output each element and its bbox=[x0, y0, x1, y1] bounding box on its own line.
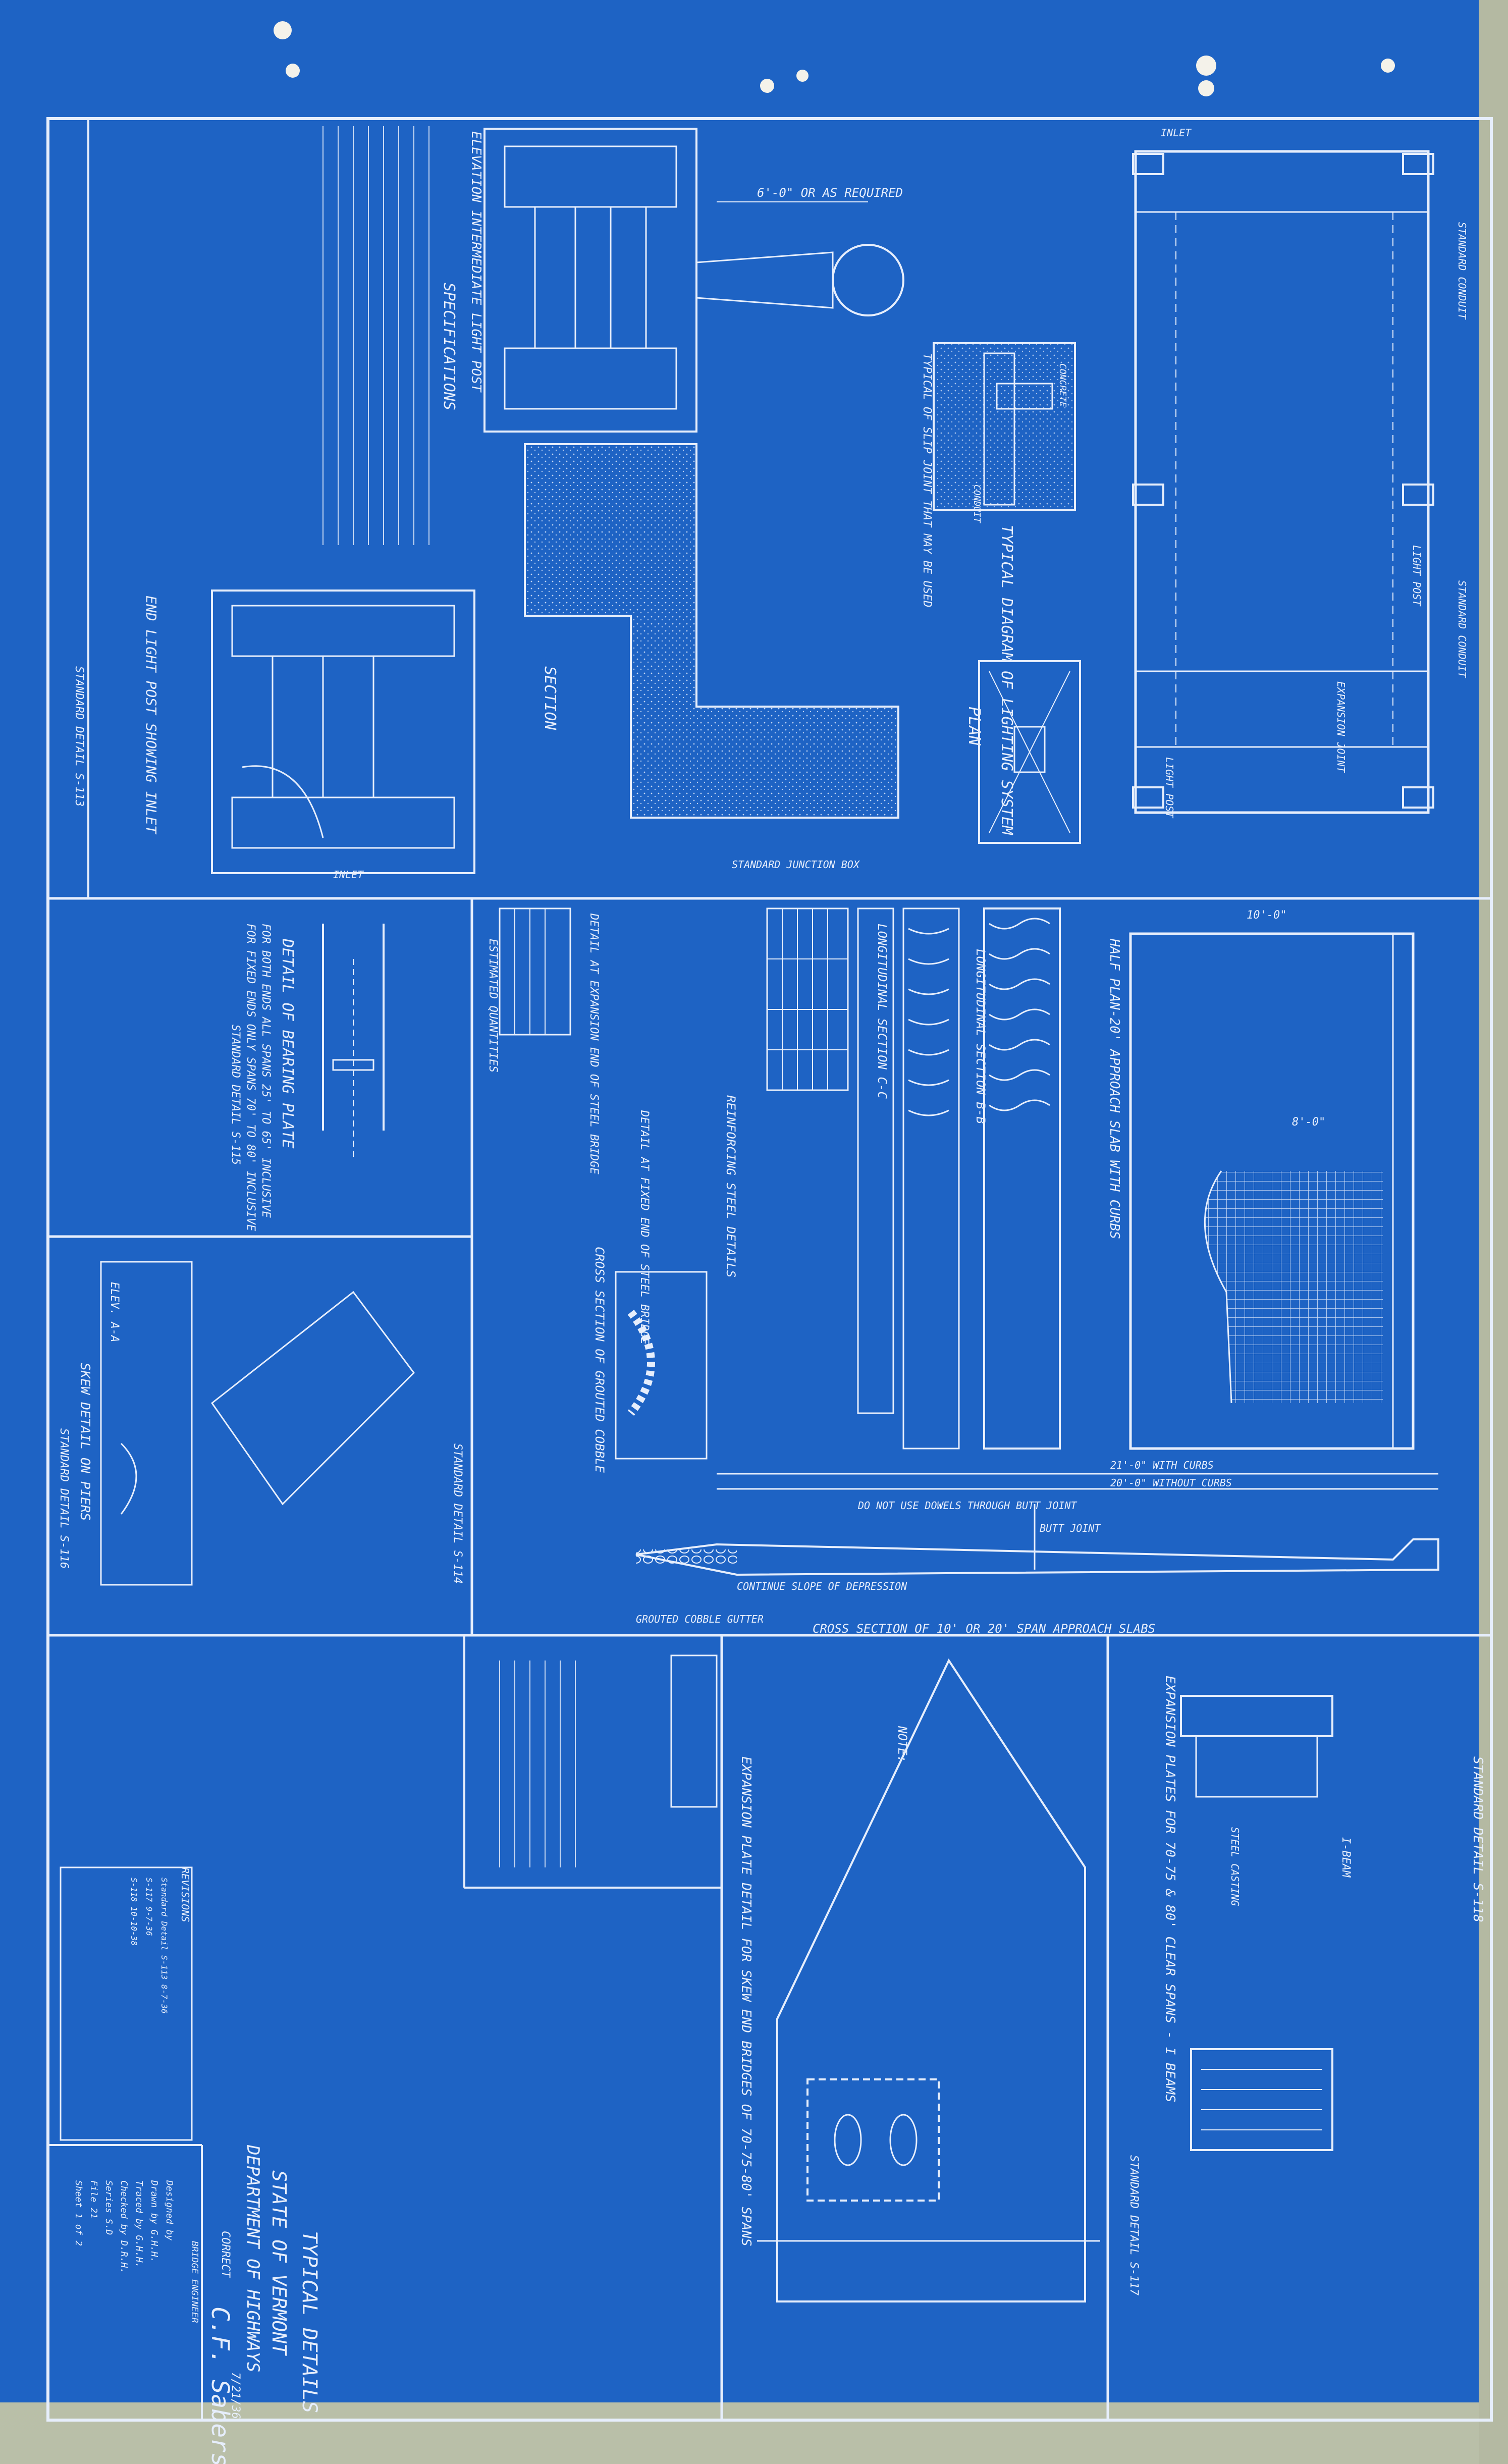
signature: C.F. Sabers bbox=[206, 2307, 234, 2464]
approach-slab-cross-section: 21'-0" WITH CURBS 20'-0" WITHOUT CURBS D… bbox=[635, 1459, 1439, 1636]
title-block: TYPICAL DETAILS STATE OF VERMONT DEPARTM… bbox=[48, 1866, 321, 2464]
svg-text:Series S.D: Series S.D bbox=[103, 2180, 114, 2235]
svg-text:DETAIL AT EXPANSION END OF STE: DETAIL AT EXPANSION END OF STEEL BRIDGE bbox=[587, 913, 600, 1174]
svg-text:FOR FIXED ENDS ONLY SPANS 70': FOR FIXED ENDS ONLY SPANS 70' TO 80' INC… bbox=[244, 924, 257, 1231]
svg-text:Sheet 1 of 2: Sheet 1 of 2 bbox=[73, 2180, 84, 2246]
light-post-elevation: 6'-0" OR AS REQUIRED ELEVATION INTERMEDI… bbox=[468, 128, 904, 433]
svg-text:10'-0": 10'-0" bbox=[1247, 909, 1286, 922]
lighting-system-diagram: TYPICAL DIAGRAM OF LIGHTING SYSTEM STAND… bbox=[998, 127, 1468, 835]
svg-text:6'-0" OR AS REQUIRED: 6'-0" OR AS REQUIRED bbox=[757, 186, 903, 200]
section-detail: SECTION STANDARD JUNCTION BOX bbox=[524, 443, 899, 871]
svg-text:TYPICAL OF SLIP JOINT THAT MAY: TYPICAL OF SLIP JOINT THAT MAY BE USED bbox=[921, 353, 933, 607]
svg-text:7/21/36: 7/21/36 bbox=[229, 2372, 242, 2419]
title-typical-details: TYPICAL DETAILS bbox=[298, 2231, 321, 2413]
svg-text:REVISIONS: REVISIONS bbox=[179, 1867, 191, 1922]
svg-text:REINFORCING STEEL DETAILS: REINFORCING STEEL DETAILS bbox=[724, 1095, 738, 1277]
svg-text:STANDARD DETAIL S-118: STANDARD DETAIL S-118 bbox=[1470, 1756, 1485, 1922]
svg-text:ELEVATION INTERMEDIATE LIGHT P: ELEVATION INTERMEDIATE LIGHT POST bbox=[468, 131, 483, 393]
svg-text:Traced by G.H.H.: Traced by G.H.H. bbox=[134, 2180, 144, 2268]
svg-text:LIGHT POST: LIGHT POST bbox=[1411, 545, 1423, 607]
svg-text:DETAIL OF BEARING PLATE: DETAIL OF BEARING PLATE bbox=[279, 938, 296, 1148]
svg-text:CROSS SECTION OF GROUTED COBBL: CROSS SECTION OF GROUTED COBBLE bbox=[593, 1247, 607, 1473]
svg-text:PLAN: PLAN bbox=[965, 707, 984, 746]
svg-text:BRIDGE ENGINEER: BRIDGE ENGINEER bbox=[189, 2241, 200, 2323]
svg-text:Checked by D.R.H.: Checked by D.R.H. bbox=[119, 2180, 129, 2273]
svg-text:LONGITUDINAL SECTION B-B: LONGITUDINAL SECTION B-B bbox=[974, 949, 988, 1124]
svg-text:END LIGHT POST SHOWING INLET: END LIGHT POST SHOWING INLET bbox=[143, 596, 159, 835]
svg-text:DETAIL AT FIXED END OF STEEL B: DETAIL AT FIXED END OF STEEL BRIDGE bbox=[638, 1110, 651, 1345]
svg-text:LIGHT POST: LIGHT POST bbox=[1163, 757, 1175, 819]
svg-text:FOR BOTH ENDS ALL SPANS 25' TO: FOR BOTH ENDS ALL SPANS 25' TO 65' INCLU… bbox=[259, 924, 272, 1218]
quantities-table: ESTIMATED QUANTITIES DETAIL AT EXPANSION… bbox=[487, 907, 849, 1345]
svg-text:STANDARD DETAIL S-116: STANDARD DETAIL S-116 bbox=[58, 1428, 70, 1569]
end-light-post: END LIGHT POST SHOWING INLET STANDARD DE… bbox=[73, 590, 475, 881]
svg-text:HALF PLAN-20' APPROACH SLAB WI: HALF PLAN-20' APPROACH SLAB WITH CURBS bbox=[1107, 938, 1122, 1239]
svg-text:GROUTED COBBLE GUTTER: GROUTED COBBLE GUTTER bbox=[636, 1613, 764, 1625]
svg-text:File 21: File 21 bbox=[88, 2180, 99, 2219]
expansion-plates: STANDARD DETAIL S-118 EXPANSION PLATES F… bbox=[1127, 1676, 1485, 2296]
svg-text:CORRECT: CORRECT bbox=[219, 2231, 232, 2278]
grouted-cobble-section: CROSS SECTION OF GROUTED COBBLE bbox=[593, 1247, 708, 1473]
label-lighting-system: TYPICAL DIAGRAM OF LIGHTING SYSTEM bbox=[998, 525, 1015, 835]
svg-text:STANDARD DETAIL S-113: STANDARD DETAIL S-113 bbox=[73, 666, 85, 807]
svg-text:Drawn by G.H.H.: Drawn by G.H.H. bbox=[149, 2180, 159, 2263]
svg-text:LONGITUDINAL SECTION C-C: LONGITUDINAL SECTION C-C bbox=[875, 924, 889, 1099]
skew-detail-piers: SKEW DETAIL ON PIERS STANDARD DETAIL S-1… bbox=[58, 1261, 464, 1586]
svg-text:NOTE:: NOTE: bbox=[895, 1726, 909, 1762]
svg-text:STANDARD DETAIL S-114: STANDARD DETAIL S-114 bbox=[451, 1443, 464, 1584]
svg-text:EXPANSION PLATES FOR 70-75 & 8: EXPANSION PLATES FOR 70-75 & 80' CLEAR S… bbox=[1162, 1676, 1177, 2102]
svg-text:STANDARD DETAIL S-117: STANDARD DETAIL S-117 bbox=[1127, 2155, 1140, 2296]
svg-text:Standard Detail S-113 8-7-36: Standard Detail S-113 8-7-36 bbox=[159, 1878, 169, 2014]
svg-text:21'-0" WITH CURBS: 21'-0" WITH CURBS bbox=[1110, 1459, 1214, 1471]
svg-text:S-117 9-7-36: S-117 9-7-36 bbox=[144, 1878, 154, 1936]
svg-text:ESTIMATED QUANTITIES: ESTIMATED QUANTITIES bbox=[487, 939, 499, 1073]
svg-text:S-118 10-10-38: S-118 10-10-38 bbox=[129, 1878, 139, 1946]
skew-expansion-plate: EXPANSION PLATE DETAIL FOR SKEW END BRID… bbox=[738, 1658, 1100, 2302]
svg-text:INLET: INLET bbox=[333, 869, 364, 881]
svg-text:CONDUIT: CONDUIT bbox=[972, 485, 982, 523]
slip-joint-detail: TYPICAL OF SLIP JOINT THAT MAY BE USED C… bbox=[921, 342, 1076, 607]
svg-text:CROSS SECTION OF 10' OR 20' SP: CROSS SECTION OF 10' OR 20' SPAN APPROAC… bbox=[813, 1622, 1155, 1636]
svg-text:EXPANSION JOINT: EXPANSION JOINT bbox=[1335, 681, 1347, 774]
svg-text:20'-0" WITHOUT CURBS: 20'-0" WITHOUT CURBS bbox=[1110, 1477, 1232, 1489]
svg-text:ELEV. A-A: ELEV. A-A bbox=[108, 1282, 121, 1342]
svg-text:I-BEAM: I-BEAM bbox=[1339, 1837, 1352, 1878]
svg-text:STANDARD JUNCTION BOX: STANDARD JUNCTION BOX bbox=[732, 859, 860, 871]
reinforcing-sections: HALF PLAN-20' APPROACH SLAB WITH CURBS L… bbox=[724, 907, 1122, 1450]
svg-text:SKEW DETAIL ON PIERS: SKEW DETAIL ON PIERS bbox=[77, 1363, 92, 1521]
plan-detail: PLAN bbox=[965, 660, 1081, 844]
svg-text:DO NOT USE DOWELS THROUGH BUTT: DO NOT USE DOWELS THROUGH BUTT JOINT bbox=[857, 1499, 1078, 1512]
bearing-plate-detail: DETAIL OF BEARING PLATE FOR BOTH ENDS AL… bbox=[229, 924, 385, 1231]
svg-text:STANDARD DETAIL S-115: STANDARD DETAIL S-115 bbox=[229, 1025, 242, 1165]
specifications: SPECIFICATIONS bbox=[322, 126, 458, 545]
svg-text:STANDARD CONDUIT: STANDARD CONDUIT bbox=[1456, 580, 1468, 679]
svg-text:BUTT JOINT: BUTT JOINT bbox=[1040, 1522, 1101, 1534]
svg-text:STANDARD CONDUIT: STANDARD CONDUIT bbox=[1456, 222, 1468, 320]
svg-text:STEEL CASTING: STEEL CASTING bbox=[1229, 1827, 1241, 1906]
svg-text:SPECIFICATIONS: SPECIFICATIONS bbox=[440, 283, 458, 410]
svg-text:EXPANSION PLATE DETAIL FOR SKE: EXPANSION PLATE DETAIL FOR SKEW END BRID… bbox=[738, 1756, 753, 2246]
svg-text:SECTION: SECTION bbox=[541, 666, 559, 730]
approach-slab-notes bbox=[499, 1654, 718, 1867]
svg-text:CONCRETE: CONCRETE bbox=[1057, 363, 1068, 407]
svg-text:Designed by: Designed by bbox=[164, 2180, 175, 2240]
svg-text:CONTINUE SLOPE OF DEPRESSION: CONTINUE SLOPE OF DEPRESSION bbox=[737, 1580, 907, 1592]
svg-text:INLET: INLET bbox=[1161, 127, 1192, 139]
title-department: DEPARTMENT OF HIGHWAYS bbox=[243, 2145, 263, 2372]
svg-text:8'-0": 8'-0" bbox=[1292, 1116, 1325, 1129]
approach-slab-half-plan: 10'-0" 8'-0" bbox=[1129, 909, 1415, 1450]
title-state: STATE OF VERMONT bbox=[268, 2170, 290, 2356]
